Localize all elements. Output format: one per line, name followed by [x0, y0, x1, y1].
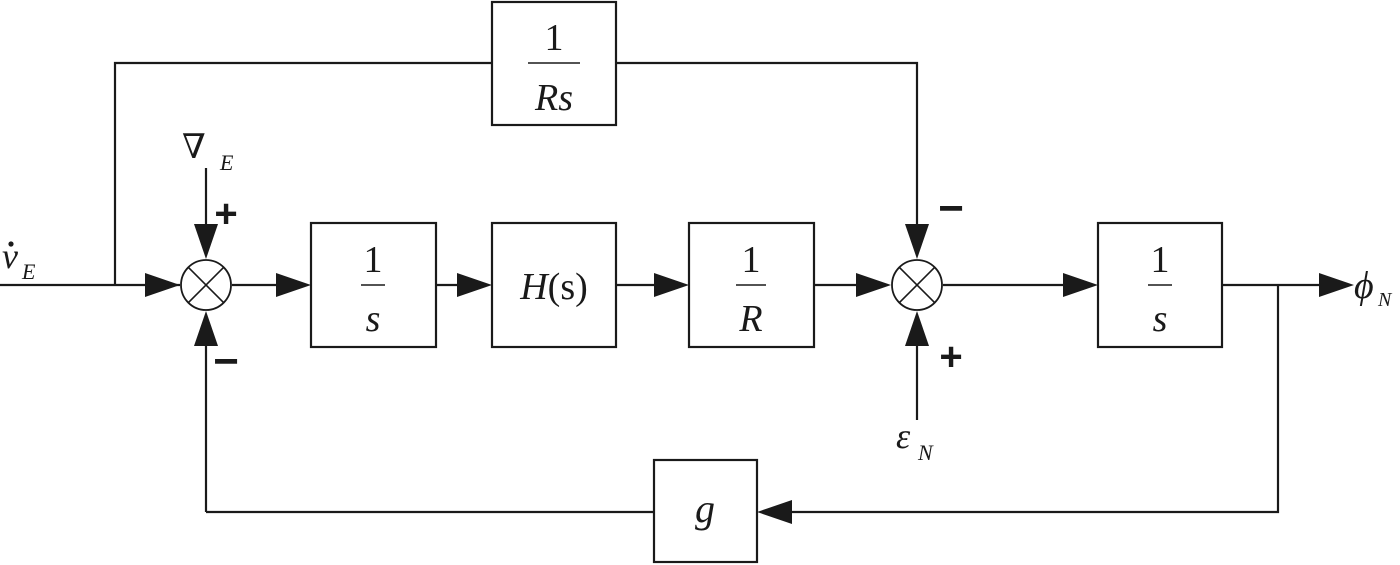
- arrow-into-sum2-top: [905, 224, 929, 259]
- block-denominator: R: [738, 298, 762, 340]
- sign-sum2-drift: +: [939, 335, 962, 379]
- block-feedforward-1-over-Rs: 1 Rs: [490, 0, 618, 127]
- sign-sum2-feedforward: −: [938, 184, 964, 233]
- block-label: H(s): [519, 266, 588, 308]
- arrow-into-sum2-left: [856, 273, 891, 297]
- input-gyro-drift-label: ε N: [896, 416, 934, 465]
- block-numerator: 1: [545, 17, 564, 59]
- input-accel-bias-label: ∇ E: [182, 127, 234, 175]
- arrow-into-gravity: [757, 500, 792, 524]
- arrow-into-sum1-top: [194, 224, 218, 259]
- block-numerator: 1: [742, 239, 761, 281]
- input-subscript: E: [21, 259, 36, 284]
- block-label: g: [695, 486, 715, 531]
- arrowheads: [145, 224, 1354, 524]
- block-denominator: s: [1153, 298, 1168, 340]
- signal-wires: [0, 61, 1340, 514]
- arrow-output: [1319, 273, 1354, 297]
- arrow-into-sum1-bottom: [194, 311, 218, 346]
- arrow-into-invR: [654, 273, 689, 297]
- block-numerator: 1: [1151, 239, 1170, 281]
- arrow-into-filter: [457, 273, 492, 297]
- input-symbol: v: [2, 236, 18, 276]
- input-subscript: N: [917, 440, 934, 465]
- sign-sum1-bias: +: [214, 192, 237, 236]
- input-subscript: E: [219, 150, 234, 175]
- filter-H: H: [519, 266, 550, 308]
- block-denominator: s: [366, 298, 381, 340]
- dot-accent: [8, 241, 14, 247]
- output-symbol: ϕ: [1354, 265, 1374, 307]
- wire-feedback-out: [780, 285, 1280, 514]
- summing-junction-2: [891, 259, 943, 311]
- block-inverse-radius: 1 R: [687, 221, 816, 349]
- arrow-into-sum1-left: [145, 273, 180, 297]
- output-subscript: N: [1377, 289, 1393, 311]
- block-filter-H-of-s: H(s): [490, 221, 618, 349]
- block-integrator-1: 1 s: [309, 221, 438, 349]
- filter-args: (s): [548, 266, 588, 308]
- output-label: ϕ N: [1354, 265, 1393, 311]
- block-numerator: 1: [364, 239, 383, 281]
- wire-feedforward-right: [616, 61, 919, 235]
- summing-junction-1: [180, 259, 232, 311]
- input-velocity-rate-label: v E: [2, 236, 36, 284]
- nabla-symbol: ∇: [182, 127, 206, 167]
- block-denominator: Rs: [534, 77, 573, 119]
- sign-sum1-feedback: −: [213, 337, 239, 386]
- block-gravity: g: [652, 458, 759, 564]
- wire-feedforward-left: [113, 61, 492, 285]
- block-integrator-2: 1 s: [1096, 221, 1224, 349]
- arrow-into-sum2-bottom: [905, 311, 929, 346]
- arrow-into-int2: [1063, 273, 1098, 297]
- arrow-into-int1: [276, 273, 311, 297]
- input-symbol: ε: [896, 416, 911, 456]
